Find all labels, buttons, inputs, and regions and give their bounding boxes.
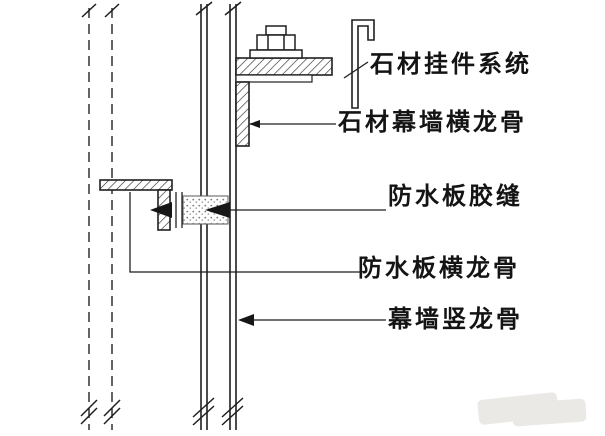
leader-stone-clip <box>343 61 369 79</box>
waterproof-board-bracket <box>99 179 173 231</box>
bracket-thin-plate <box>235 74 313 83</box>
leader-lines <box>129 61 386 321</box>
leader-arrowhead <box>249 120 260 128</box>
label-stone-curtainwall-horizontal-keel: 石材幕墙横龙骨 <box>338 109 527 136</box>
sealant-joint <box>175 192 230 228</box>
label-waterproof-board-sealant-joint: 防水板胶缝 <box>388 183 523 210</box>
horizontal-keel-section <box>235 81 250 147</box>
watermark-smudge <box>477 392 587 427</box>
leader-arrowhead <box>238 314 254 326</box>
anchor-bolt <box>249 25 303 59</box>
label-waterproof-board-horizontal-keel: 防水板横龙骨 <box>358 255 520 282</box>
dashed-centerlines <box>88 8 113 430</box>
leader-waterproof-keel <box>129 192 360 273</box>
bracket-plate-hatched <box>235 57 333 76</box>
label-stone-hanging-system: 石材挂件系统 <box>370 51 532 78</box>
stone-clip-hook <box>351 19 375 109</box>
label-curtainwall-vertical-keel: 幕墙竖龙骨 <box>388 306 523 333</box>
break-marks <box>80 1 244 426</box>
